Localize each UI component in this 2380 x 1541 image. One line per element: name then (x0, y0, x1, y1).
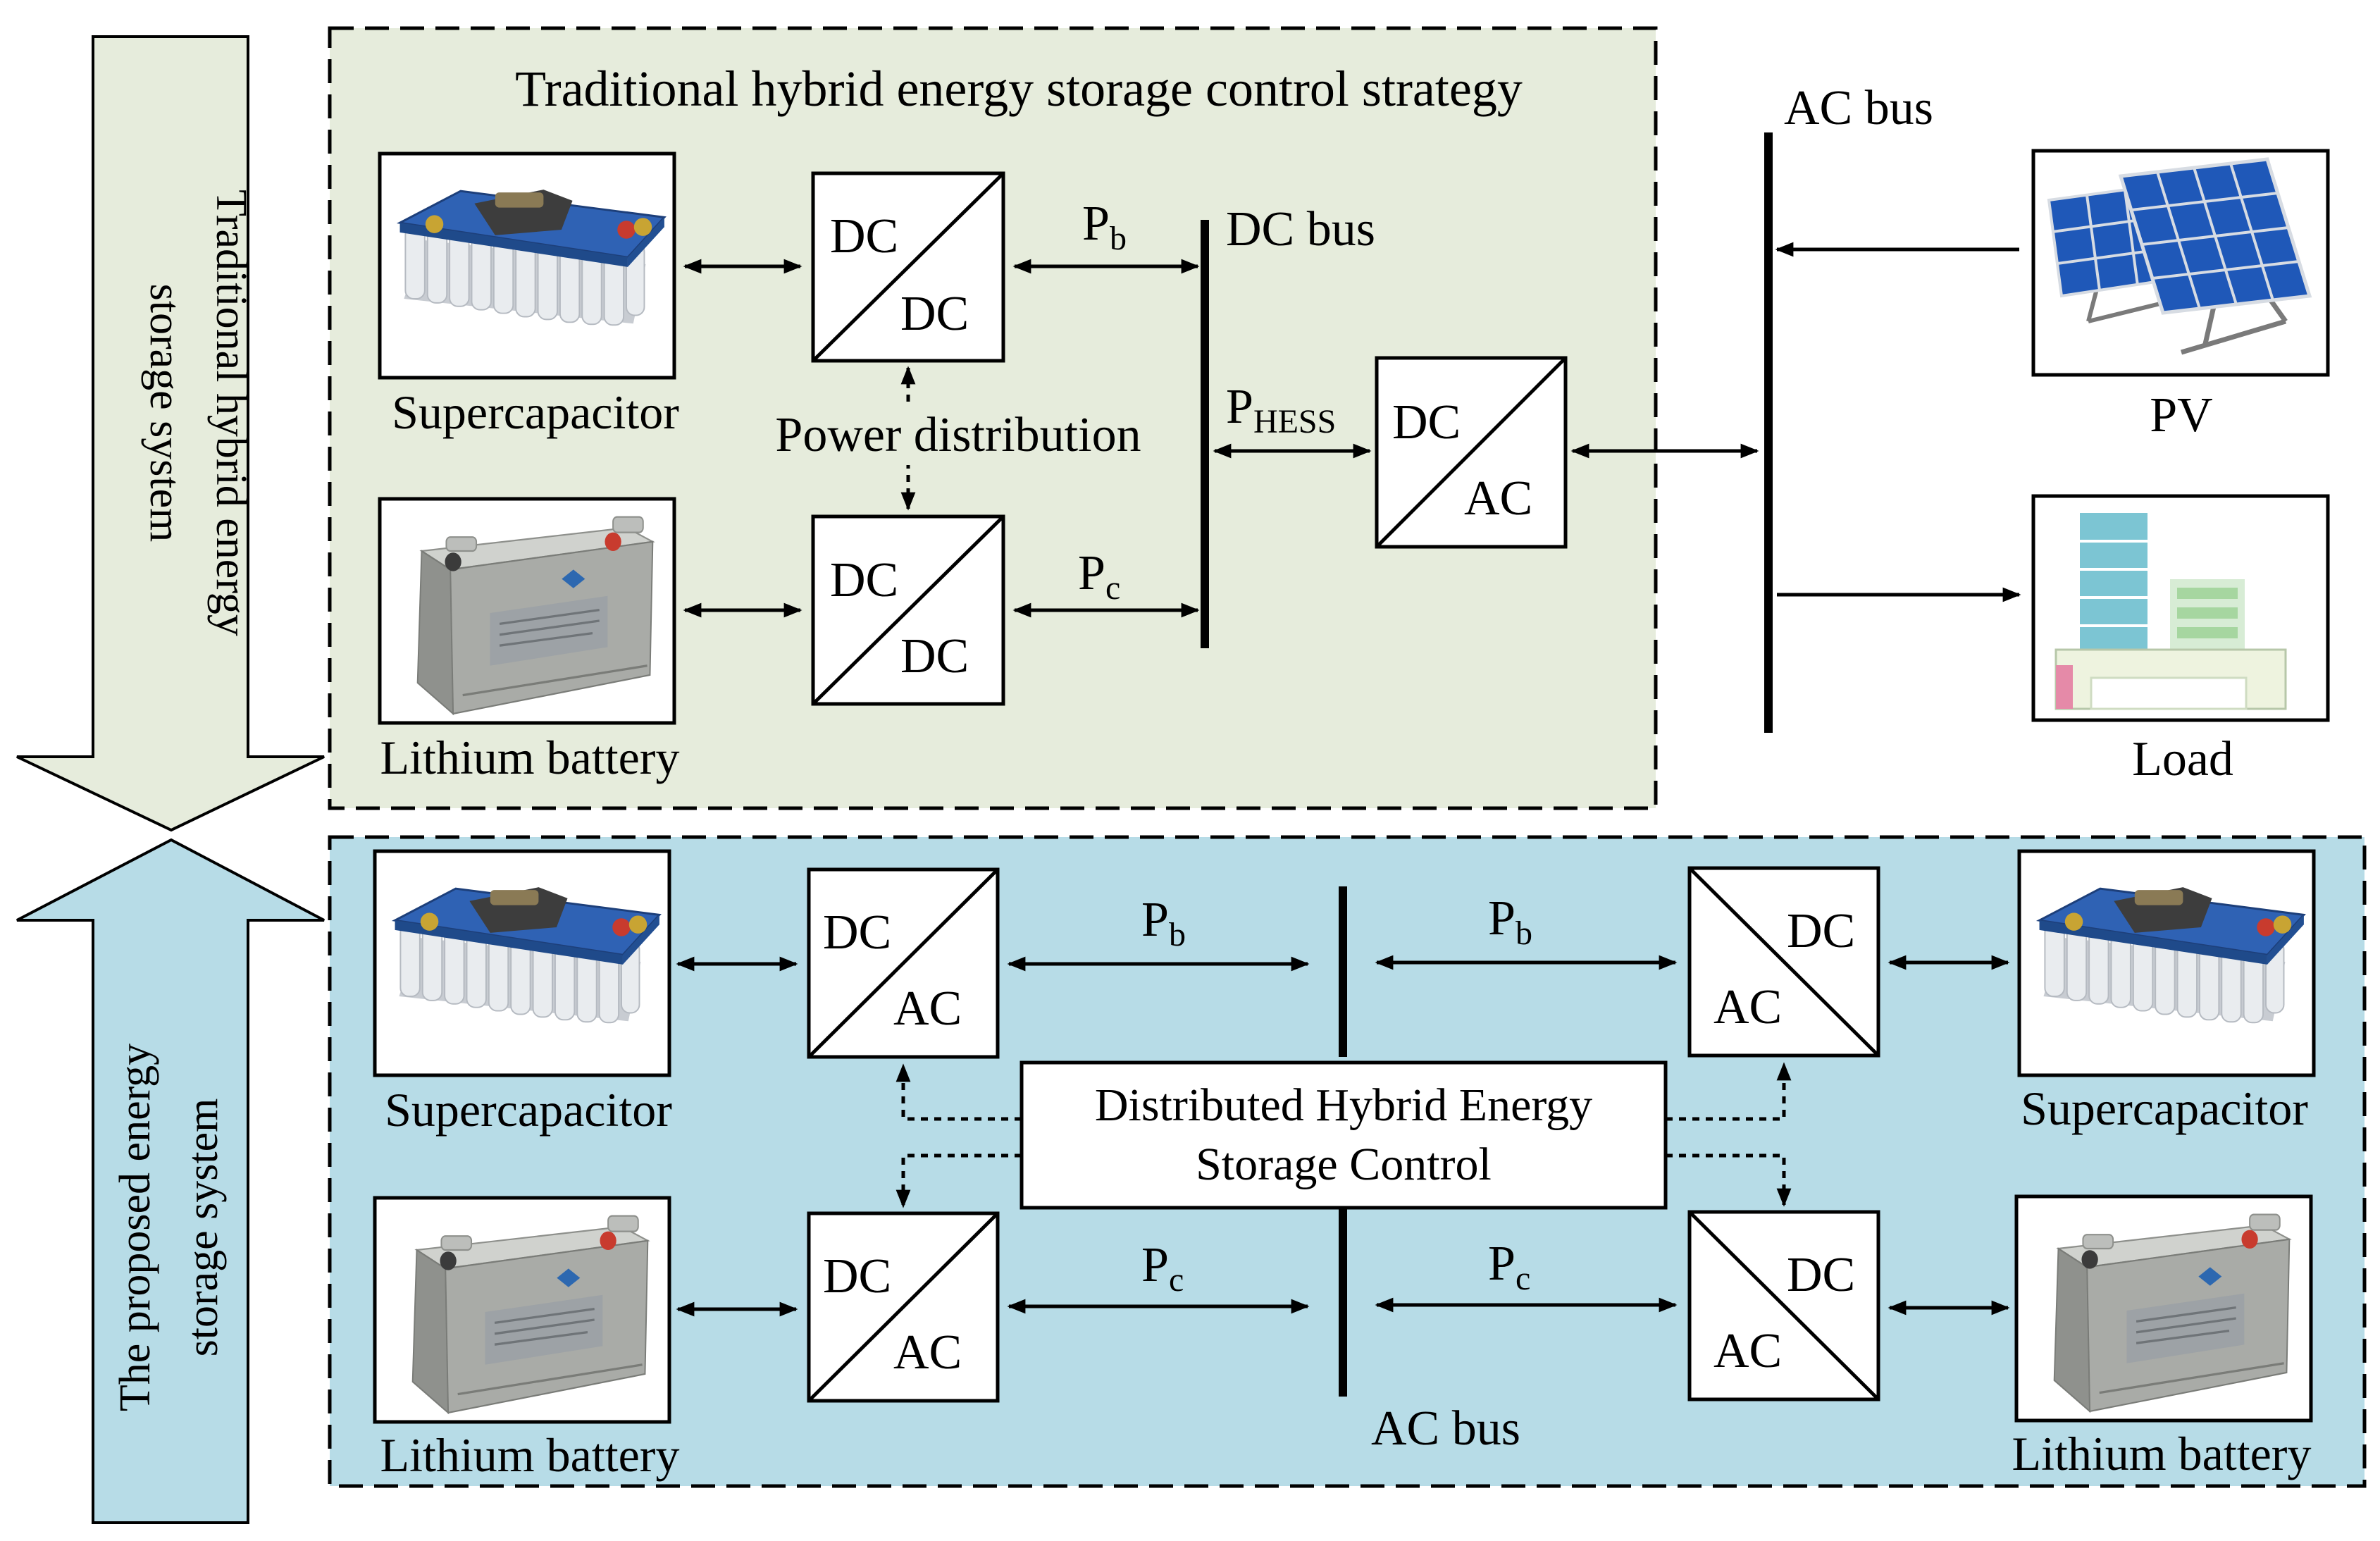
grid-ac-bus-label: AC bus (1784, 81, 1933, 135)
traditional-battery-image (378, 497, 676, 725)
dcdc-converter-top: DC DC (811, 171, 1005, 363)
building-icon (2054, 513, 2287, 710)
dcac-inverter: DC AC (1375, 356, 1568, 549)
left-pc-label: Pc (1141, 1238, 1184, 1299)
proposed-right-supercap-image (2017, 849, 2316, 1077)
solar-panel-icon (2047, 157, 2312, 355)
right-bottom-dc-label: DC (1787, 1248, 1855, 1302)
left-top-input-label: DC (823, 905, 891, 960)
phess-label: PHESS (1226, 380, 1336, 440)
pv-panel-image (2031, 149, 2330, 377)
right-pc-label: Pc (1488, 1237, 1530, 1297)
right-dcac-converter-top: DC AC (1687, 866, 1880, 1058)
dc-bus-label: DC bus (1226, 202, 1375, 256)
pc-label: Pc (1078, 546, 1120, 607)
dcdc-top-output-label: DC (900, 287, 969, 341)
right-pb-label: Pb (1488, 891, 1532, 952)
proposed-ac-bus-label: AC bus (1371, 1401, 1520, 1456)
load-label: Load (2132, 732, 2233, 786)
left-bottom-input-label: DC (823, 1249, 891, 1304)
left-dcac-converter-top: DC AC (807, 867, 1000, 1059)
proposed-arrow-line2: storage system (179, 1098, 227, 1357)
dcdc-bottom-output-label: DC (900, 629, 969, 683)
control-box-line1: Distributed Hybrid Energy (1095, 1079, 1592, 1131)
traditional-system-arrow: Traditional hybrid energy storage system (16, 35, 325, 832)
proposed-left-battery-label: Lithium battery (380, 1428, 680, 1482)
dcdc-converter-bottom: DC DC (811, 514, 1005, 706)
pb-label: Pb (1082, 197, 1127, 257)
proposed-left-supercap-label: Supercapacitor (385, 1083, 672, 1137)
right-bottom-ac-label: AC (1713, 1324, 1782, 1378)
traditional-arrow-line1: Traditional hybrid energy (207, 190, 255, 636)
inverter-output-label: AC (1464, 471, 1532, 526)
right-top-dc-label: DC (1787, 904, 1855, 958)
inverter-input-label: DC (1392, 395, 1461, 450)
proposed-right-battery-image (2014, 1194, 2313, 1423)
traditional-battery-label: Lithium battery (380, 731, 680, 784)
traditional-supercap-label: Supercapacitor (392, 385, 679, 439)
left-top-output-label: AC (893, 982, 962, 1036)
power-distribution-label: Power distribution (775, 408, 1141, 462)
proposed-left-supercap-image (373, 849, 671, 1077)
traditional-panel-title: Traditional hybrid energy storage contro… (515, 61, 1523, 117)
dcdc-top-input-label: DC (830, 209, 898, 264)
distributed-control-box: Distributed Hybrid Energy Storage Contro… (1019, 1060, 1668, 1210)
right-top-ac-label: AC (1713, 980, 1782, 1034)
load-building-image (2031, 494, 2330, 722)
left-pb-label: Pb (1141, 893, 1186, 953)
control-box-line2: Storage Control (1196, 1139, 1492, 1190)
proposed-arrow-line1: The proposed energy (111, 1044, 159, 1411)
traditional-arrow-line2: storage system (141, 284, 189, 543)
right-dcac-converter-bottom: DC AC (1687, 1210, 1880, 1401)
power-distribution-bg (738, 406, 1178, 465)
pv-label: PV (2150, 388, 2212, 443)
proposed-left-battery-image (373, 1196, 671, 1424)
proposed-right-battery-label: Lithium battery (2012, 1427, 2312, 1480)
proposed-right-supercap-label: Supercapacitor (2021, 1082, 2308, 1135)
left-bottom-output-label: AC (893, 1325, 962, 1380)
proposed-system-arrow: The proposed energy storage system (16, 838, 325, 1524)
traditional-supercap-image (378, 151, 676, 380)
control-signal-lines (895, 1062, 1792, 1208)
left-dcac-converter-bottom: DC AC (807, 1211, 1000, 1403)
dcdc-bottom-input-label: DC (830, 553, 898, 607)
